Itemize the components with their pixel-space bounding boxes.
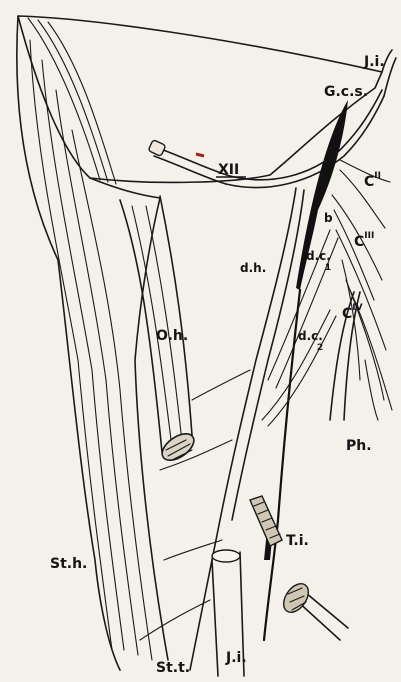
label-ph: Ph.	[346, 438, 372, 454]
label-b: b	[324, 211, 333, 225]
lower-right-vessel	[279, 579, 348, 640]
label-c4: CIV	[342, 303, 363, 322]
label-oh: O.h.	[156, 328, 188, 344]
label-c2: CII	[364, 171, 381, 190]
cervical-plexus	[330, 160, 392, 420]
label-dc1: d.c.1	[306, 249, 331, 273]
sternohyoid-muscle	[17, 16, 168, 670]
label-sth: St.h.	[50, 556, 87, 572]
label-stt: St.t.	[156, 660, 190, 676]
label-c3: CIII	[354, 231, 374, 250]
label-dc2: d.c.2	[298, 329, 323, 353]
label-ji-bottom: J.i.	[225, 650, 247, 666]
ansa-loops	[140, 370, 250, 640]
label-ji-top: J.i.	[363, 54, 385, 70]
label-ti: T.i.	[286, 533, 309, 549]
hypoglossal-nerve	[148, 90, 384, 188]
label-xii: XII	[218, 162, 239, 178]
label-gcs: G.c.s.	[324, 84, 368, 100]
label-dh: d.h.	[240, 261, 266, 275]
